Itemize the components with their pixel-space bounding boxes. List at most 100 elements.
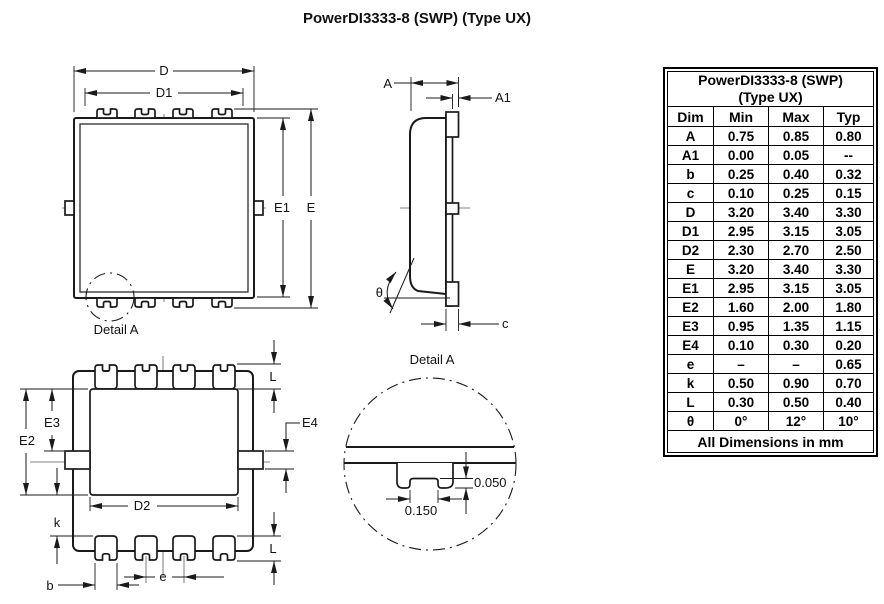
- dimension-e3: E3: [44, 389, 64, 452]
- table-footer: All Dimensions in mm: [667, 430, 874, 453]
- dimension-d: D: [73, 63, 255, 112]
- cell: L: [667, 392, 714, 412]
- dimension-e-pitch: e: [124, 569, 224, 584]
- dim-label-e1: E1: [274, 200, 290, 215]
- detail-a-geometry: [344, 446, 516, 489]
- cell: 0.32: [823, 164, 874, 184]
- cell: 0.50: [713, 373, 769, 393]
- cell: 3.05: [823, 278, 874, 298]
- lead-tab-mid: [445, 202, 460, 215]
- dim-label-notch-depth: 0.050: [474, 475, 507, 490]
- dim-label-d1: D1: [156, 85, 173, 100]
- cell: 0.40: [823, 392, 874, 412]
- dimension-d1: D1: [84, 85, 244, 106]
- bottom-view-drawing: E2 E3 k D2 L L E4: [19, 340, 318, 593]
- dimension-e1: E1: [257, 117, 290, 298]
- dim-label-l-top: L: [269, 369, 276, 384]
- dimension-l-bottom: L: [237, 512, 281, 585]
- dimension-k: k: [50, 468, 93, 564]
- dim-label-k: k: [54, 515, 61, 530]
- cell: 0.30: [713, 392, 769, 412]
- cell: 0.30: [768, 335, 824, 355]
- cell: 0.25: [768, 183, 824, 203]
- cell: 1.80: [823, 297, 874, 317]
- cell: D: [667, 202, 714, 222]
- cell: E3: [667, 316, 714, 336]
- cell: 3.30: [823, 202, 874, 222]
- col-header-max: Max: [768, 106, 824, 127]
- cell: 0.75: [713, 126, 769, 146]
- dim-label-e2: E2: [19, 433, 35, 448]
- cell: 3.30: [823, 259, 874, 279]
- cell: E1: [667, 278, 714, 298]
- cell: 3.05: [823, 221, 874, 241]
- dimension-a1: A1: [426, 90, 511, 109]
- dimension-e: E: [234, 108, 318, 309]
- dim-label-b: b: [46, 578, 53, 593]
- cell: b: [667, 164, 714, 184]
- cell: –: [713, 354, 769, 374]
- cell: 0.10: [713, 183, 769, 203]
- cell: θ: [667, 411, 714, 431]
- dim-label-a: A: [383, 76, 392, 91]
- cell: 3.15: [768, 221, 824, 241]
- cell: 12°: [768, 411, 824, 431]
- side-view-body: [409, 111, 460, 307]
- cell: 3.40: [768, 202, 824, 222]
- cell: 0.10: [713, 335, 769, 355]
- exposed-pad: [64, 388, 264, 496]
- table-title-line1: PowerDI3333-8 (SWP): [698, 72, 843, 88]
- col-header-dim: Dim: [667, 106, 714, 127]
- side-tab-right: [253, 200, 264, 216]
- detail-a-drawing: Detail A 0.050 0.150: [343, 352, 517, 551]
- cell: 2.30: [713, 240, 769, 260]
- cell: E4: [667, 335, 714, 355]
- cell: 3.20: [713, 259, 769, 279]
- cell: 0.15: [823, 183, 874, 203]
- table-header-row: Dim Min Max Typ: [667, 106, 874, 127]
- exposed-pad-wing-right: [237, 450, 264, 470]
- cell: 1.15: [823, 316, 874, 336]
- page-title: PowerDI3333-8 (SWP) (Type UX): [302, 10, 532, 27]
- cell: E2: [667, 297, 714, 317]
- table-title-line2: (Type UX): [738, 89, 803, 105]
- cell: 2.70: [768, 240, 824, 260]
- dimension-d2: D2: [89, 497, 239, 513]
- cell: 3.20: [713, 202, 769, 222]
- dimension-c: c: [421, 309, 509, 331]
- dim-label-e3: E3: [44, 415, 60, 430]
- cell: 1.35: [768, 316, 824, 336]
- top-view-pins: [96, 108, 233, 308]
- cell: D1: [667, 221, 714, 241]
- col-header-typ: Typ: [823, 106, 874, 127]
- cell: A1: [667, 145, 714, 165]
- side-view-drawing: A A1 θ c: [376, 76, 511, 331]
- cell: 0.20: [823, 335, 874, 355]
- cell: A: [667, 126, 714, 146]
- dimension-a: A: [383, 76, 459, 111]
- cell: 0.85: [768, 126, 824, 146]
- cell: 0°: [713, 411, 769, 431]
- dim-label-d: D: [159, 63, 168, 78]
- cell: 3.40: [768, 259, 824, 279]
- top-view-body: [64, 117, 264, 299]
- top-view-drawing: D D1 E1 E Detail A: [62, 63, 318, 337]
- cell: k: [667, 373, 714, 393]
- cell: 0.00: [713, 145, 769, 165]
- detail-a-title: Detail A: [410, 352, 455, 367]
- cell: c: [667, 183, 714, 203]
- cell: 0.25: [713, 164, 769, 184]
- table-title: PowerDI3333-8 (SWP) (Type UX): [667, 71, 874, 107]
- col-header-min: Min: [713, 106, 769, 127]
